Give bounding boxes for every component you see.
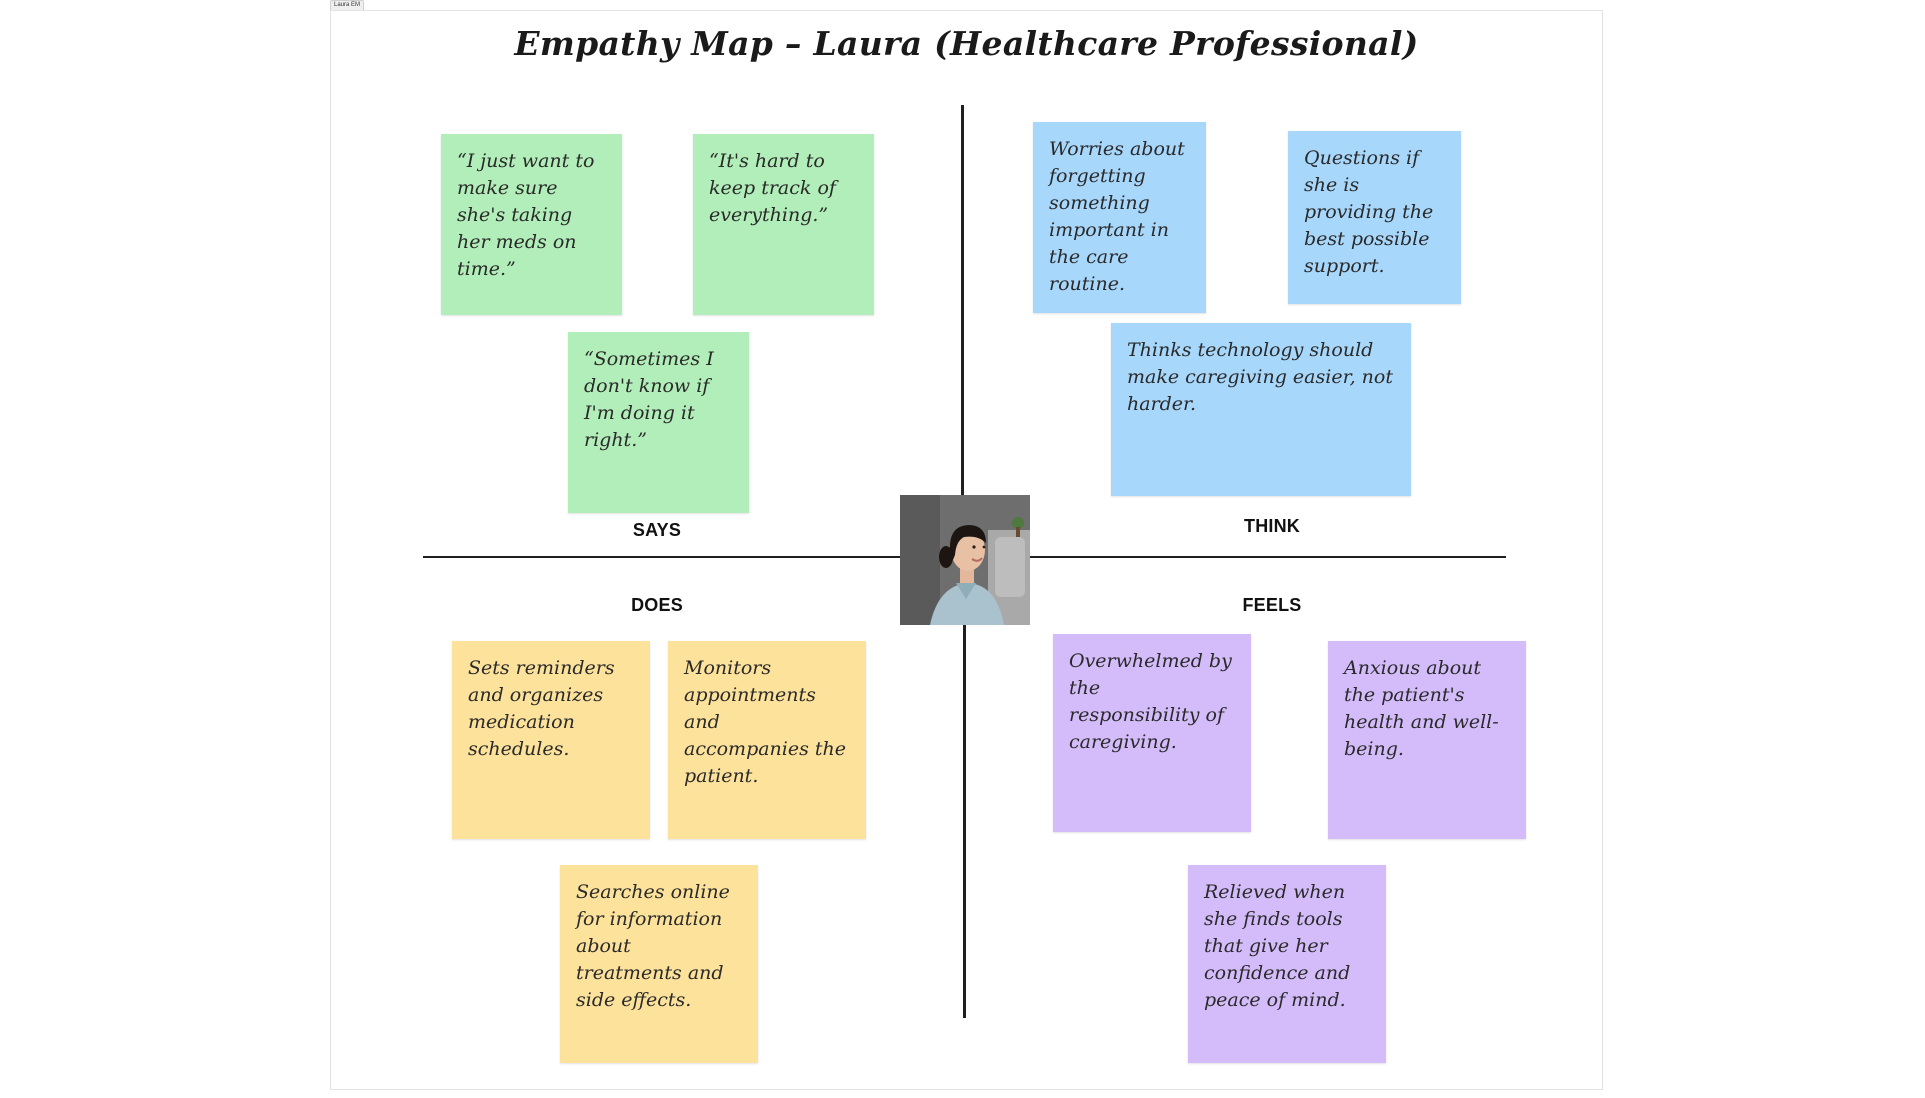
sticky-note-feels-1[interactable]: Overwhelmed by the responsibility of car… [1053, 634, 1251, 832]
sticky-note-think-1[interactable]: Worries about forgetting something impor… [1033, 122, 1206, 313]
board-title: Empathy Map – Laura (Healthcare Professi… [514, 24, 1419, 63]
sticky-note-does-2[interactable]: Monitors appointments and accompanies th… [668, 641, 866, 839]
vertical-axis-top [961, 105, 964, 495]
quadrant-label-feels: FEELS [1242, 595, 1302, 615]
sticky-note-think-3[interactable]: Thinks technology should make caregiving… [1111, 323, 1411, 496]
quadrant-label-think: THINK [1244, 516, 1300, 536]
persona-photo[interactable] [900, 495, 1030, 625]
sticky-note-says-3[interactable]: “Sometimes I don't know if I'm doing it … [568, 332, 749, 513]
sticky-note-think-2[interactable]: Questions if she is providing the best p… [1288, 131, 1461, 304]
sticky-note-says-1[interactable]: “I just want to make sure she's taking h… [441, 134, 622, 315]
persona-illustration-icon [900, 495, 1030, 625]
vertical-axis-bottom [963, 622, 966, 1018]
sticky-note-says-2[interactable]: “It's hard to keep track of everything.” [693, 134, 874, 315]
quadrant-label-does: DOES [631, 595, 683, 615]
sticky-note-feels-3[interactable]: Relieved when she finds tools that give … [1188, 865, 1386, 1063]
quadrant-label-says: SAYS [632, 520, 682, 540]
sticky-note-feels-2[interactable]: Anxious about the patient's health and w… [1328, 641, 1526, 839]
sticky-note-does-1[interactable]: Sets reminders and organizes medication … [452, 641, 650, 839]
horizontal-axis-right [1030, 556, 1506, 558]
sticky-note-does-3[interactable]: Searches online for information about tr… [560, 865, 758, 1063]
horizontal-axis-left [423, 556, 900, 558]
